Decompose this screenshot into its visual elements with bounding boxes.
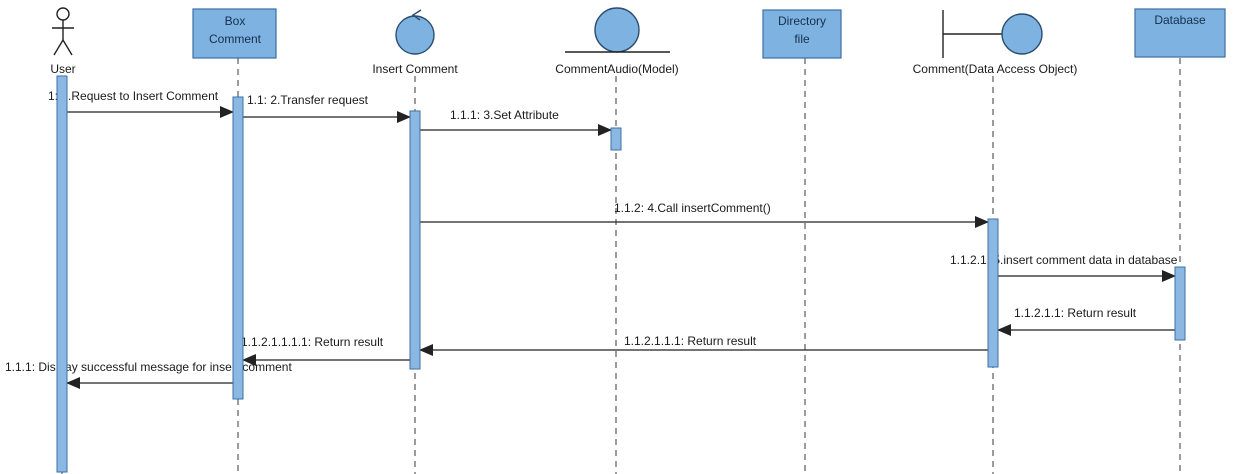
activation-bar-insert-comment — [409, 110, 421, 370]
message-label: 1: 1.Request to Insert Comment — [48, 89, 219, 103]
class-box-icon — [1134, 8, 1226, 58]
class-box-icon — [192, 8, 277, 59]
message-label: 1.1.2.1.1.1.1: Return result — [241, 335, 384, 349]
participant-label-line: Comment — [209, 32, 262, 46]
activation-bar-comment-audio-model — [610, 127, 622, 151]
actor-icon — [52, 7, 74, 56]
message-label: 1.1.1: Display successful message for in… — [5, 360, 292, 374]
participant-label-line: Directory — [778, 14, 826, 28]
message-label: 1.1.2: 4.Call insertComment() — [614, 201, 771, 215]
participant-label: CommentAudio(Model) — [555, 62, 678, 76]
activation-bar-comment-dao — [987, 218, 999, 368]
message-label: 1.1: 2.Transfer request — [247, 93, 369, 107]
participant-user: User — [50, 7, 76, 76]
participant-comment-dao: Comment(Data Access Object) — [913, 10, 1078, 76]
participant-database: Database — [1134, 8, 1226, 58]
activation-bar-user — [56, 75, 68, 473]
class-box-icon — [762, 9, 842, 59]
entity-icon — [565, 7, 670, 53]
participant-insert-comment: Insert Comment — [372, 9, 458, 76]
participant-label-line: Box — [225, 14, 246, 28]
activation-bar-box-comment — [232, 96, 244, 400]
participant-label: Insert Comment — [372, 62, 458, 76]
control-icon — [395, 9, 435, 55]
participant-label: User — [50, 62, 75, 76]
activation-bar-database — [1174, 266, 1186, 341]
participant-label: Comment(Data Access Object) — [913, 62, 1078, 76]
participant-box-comment: Box Comment — [192, 8, 277, 59]
message-label: 1.1.2.1.1: Return result — [1014, 306, 1137, 320]
participant-comment-audio-model: CommentAudio(Model) — [555, 7, 679, 76]
boundary-icon — [942, 10, 1043, 58]
participant-label-line: file — [794, 32, 810, 46]
message-label: 1.1.1: 3.Set Attribute — [450, 108, 559, 122]
participant-directory-file: Directory file — [762, 9, 842, 59]
message-label: 1.1.2.1.1.1: Return result — [624, 334, 757, 348]
message-label: 1.1.2.1: 5.insert comment data in databa… — [950, 253, 1178, 267]
participant-label-line: Database — [1154, 13, 1206, 27]
